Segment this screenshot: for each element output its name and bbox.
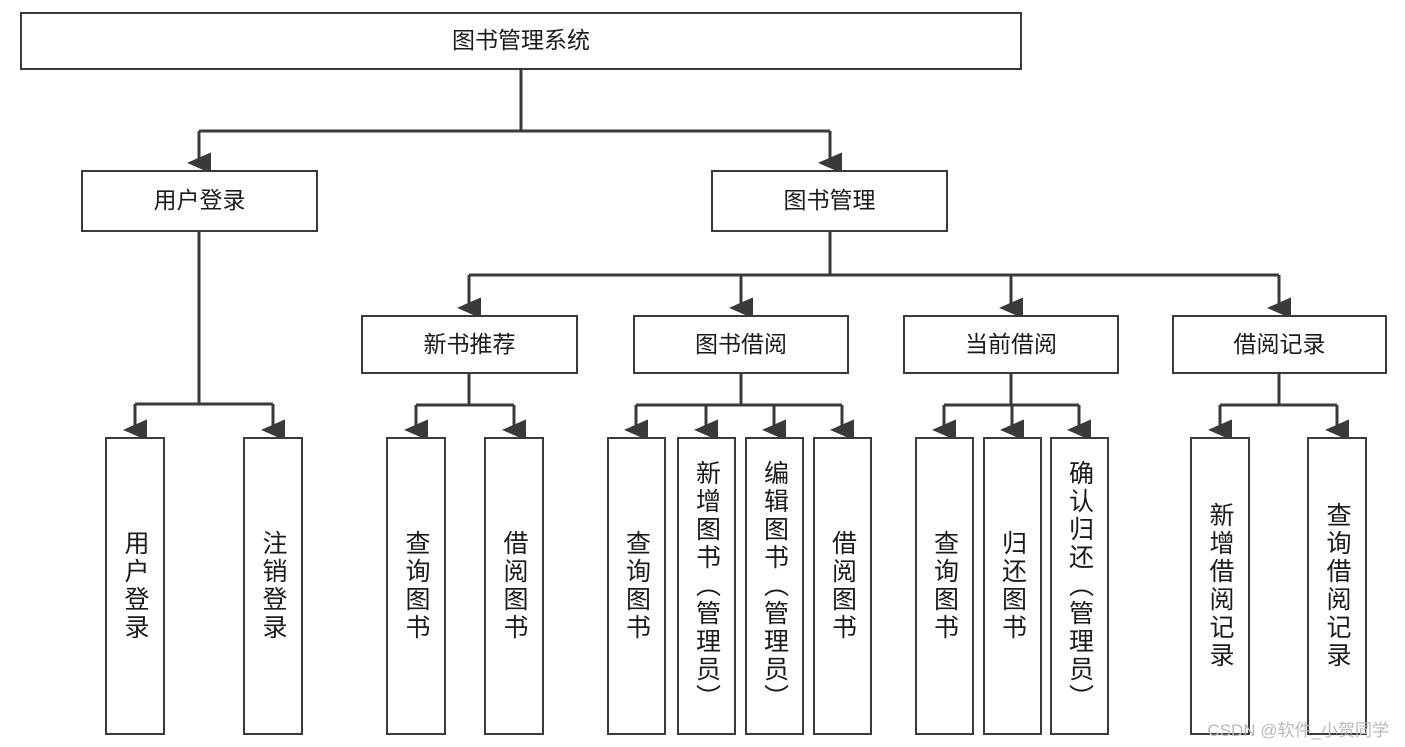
node-leaf-query-book-2[interactable]: 查询图书 [607,437,666,735]
node-leaf-edit-book-admin-label: 编辑图书（管理员） [760,460,789,712]
node-user-login-label: 用户登录 [153,187,246,214]
node-root[interactable]: 图书管理系统 [20,12,1022,70]
node-leaf-return-book-label: 归还图书 [998,530,1027,642]
node-leaf-add-book-admin-label: 新增图书（管理员） [692,460,721,712]
node-leaf-query-borrow-record-label: 查询借阅记录 [1323,502,1351,670]
node-leaf-query-book-3[interactable]: 查询图书 [915,437,974,735]
node-leaf-borrow-book-1[interactable]: 借阅图书 [484,437,544,735]
node-borrow-records[interactable]: 借阅记录 [1172,315,1387,374]
node-leaf-add-book-admin[interactable]: 新增图书（管理员） [677,437,736,735]
node-book-management[interactable]: 图书管理 [711,170,948,232]
node-current-borrow[interactable]: 当前借阅 [903,315,1119,374]
node-leaf-return-book[interactable]: 归还图书 [983,437,1042,735]
node-user-login[interactable]: 用户登录 [81,170,318,232]
node-leaf-confirm-return-admin-label: 确认归还（管理员） [1065,460,1094,712]
node-new-book-recommend-label: 新书推荐 [423,330,516,357]
node-leaf-user-login[interactable]: 用户登录 [105,437,165,735]
node-leaf-user-login-label: 用户登录 [121,530,149,642]
node-current-borrow-label: 当前借阅 [965,330,1057,357]
node-leaf-confirm-return-admin[interactable]: 确认归还（管理员） [1050,437,1109,735]
node-leaf-borrow-book-2[interactable]: 借阅图书 [813,437,872,735]
node-book-borrow-label: 图书借阅 [695,330,787,357]
csdn-watermark: CSDN @软件_小贺同学 [1207,721,1389,740]
node-book-borrow[interactable]: 图书借阅 [633,315,849,374]
node-leaf-borrow-book-1-label: 借阅图书 [500,530,528,642]
node-leaf-logout[interactable]: 注销登录 [243,437,303,735]
node-leaf-query-book-1[interactable]: 查询图书 [386,437,446,735]
node-new-book-recommend[interactable]: 新书推荐 [361,315,578,374]
node-leaf-logout-label: 注销登录 [259,530,287,642]
node-leaf-query-book-2-label: 查询图书 [622,530,651,642]
node-book-management-label: 图书管理 [783,187,876,214]
node-leaf-borrow-book-2-label: 借阅图书 [828,530,857,642]
node-leaf-query-book-3-label: 查询图书 [930,530,959,642]
node-borrow-records-label: 借阅记录 [1233,330,1326,357]
node-leaf-query-borrow-record[interactable]: 查询借阅记录 [1307,437,1367,735]
node-leaf-add-borrow-record-label: 新增借阅记录 [1206,502,1234,670]
node-leaf-add-borrow-record[interactable]: 新增借阅记录 [1190,437,1250,735]
node-leaf-query-book-1-label: 查询图书 [402,530,430,642]
node-root-label: 图书管理系统 [452,27,590,54]
node-leaf-edit-book-admin[interactable]: 编辑图书（管理员） [745,437,804,735]
